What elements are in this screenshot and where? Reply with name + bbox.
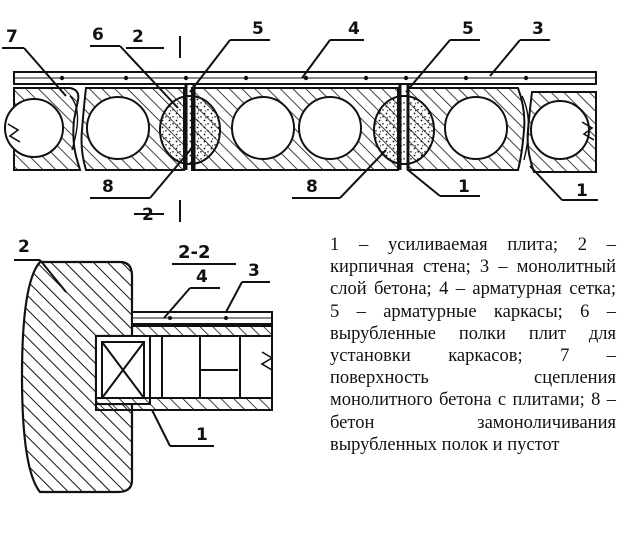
legend-item-1: 1 – усиливаемая плита; xyxy=(330,235,559,255)
brick-wall xyxy=(20,260,134,494)
label-5-left: 5 xyxy=(252,19,264,39)
legend-item-7: 7 – поверхность сцепления монолитного бе… xyxy=(330,346,616,411)
legend: 1 – усиливаемая плита; 2 – кирпичная сте… xyxy=(330,234,616,456)
legend-item-2: 2 – кирпичная стена; xyxy=(330,235,616,278)
label-1-center: 1 xyxy=(458,177,470,197)
label-4: 4 xyxy=(348,19,360,39)
label-section-2: 2 xyxy=(132,27,144,47)
legend-item-8: 8 – бетон замоноличивания вырубленных по… xyxy=(330,390,616,455)
label-3: 3 xyxy=(532,19,544,39)
section-title: 2-2 xyxy=(178,242,211,263)
mesh-bars xyxy=(59,75,529,81)
section-slab xyxy=(149,335,273,399)
break-mark-right xyxy=(581,121,595,141)
label-6: 6 xyxy=(92,25,104,45)
label-8-right: 8 xyxy=(306,177,318,197)
label-5-right: 5 xyxy=(462,19,474,39)
slab-cross-section xyxy=(4,71,597,173)
filled-cores xyxy=(159,95,435,165)
slab-center xyxy=(191,87,399,171)
section-label-1: 1 xyxy=(196,425,208,445)
label-8-left: 8 xyxy=(102,177,114,197)
legend-item-6: 6 – вырубленные полки плит для установки… xyxy=(330,301,617,367)
legend-item-4: 4 – арматурная сетка; xyxy=(439,279,616,300)
section-label-4: 4 xyxy=(196,267,208,287)
section-label-3: 3 xyxy=(248,261,260,281)
legend-item-5: 5 – арматурные каркасы; xyxy=(330,301,563,322)
break-mark-left xyxy=(7,123,21,143)
legend-item-3: 3 – монолитный слой бетона; xyxy=(330,257,616,300)
section-label-2: 2 xyxy=(18,237,30,257)
label-section-2-bottom: 2 xyxy=(142,205,154,225)
section-2-2 xyxy=(20,260,274,494)
label-1-right: 1 xyxy=(576,181,588,201)
label-7: 7 xyxy=(6,27,18,47)
leader-lines-top xyxy=(2,36,598,222)
leader-lines-section xyxy=(14,259,270,447)
